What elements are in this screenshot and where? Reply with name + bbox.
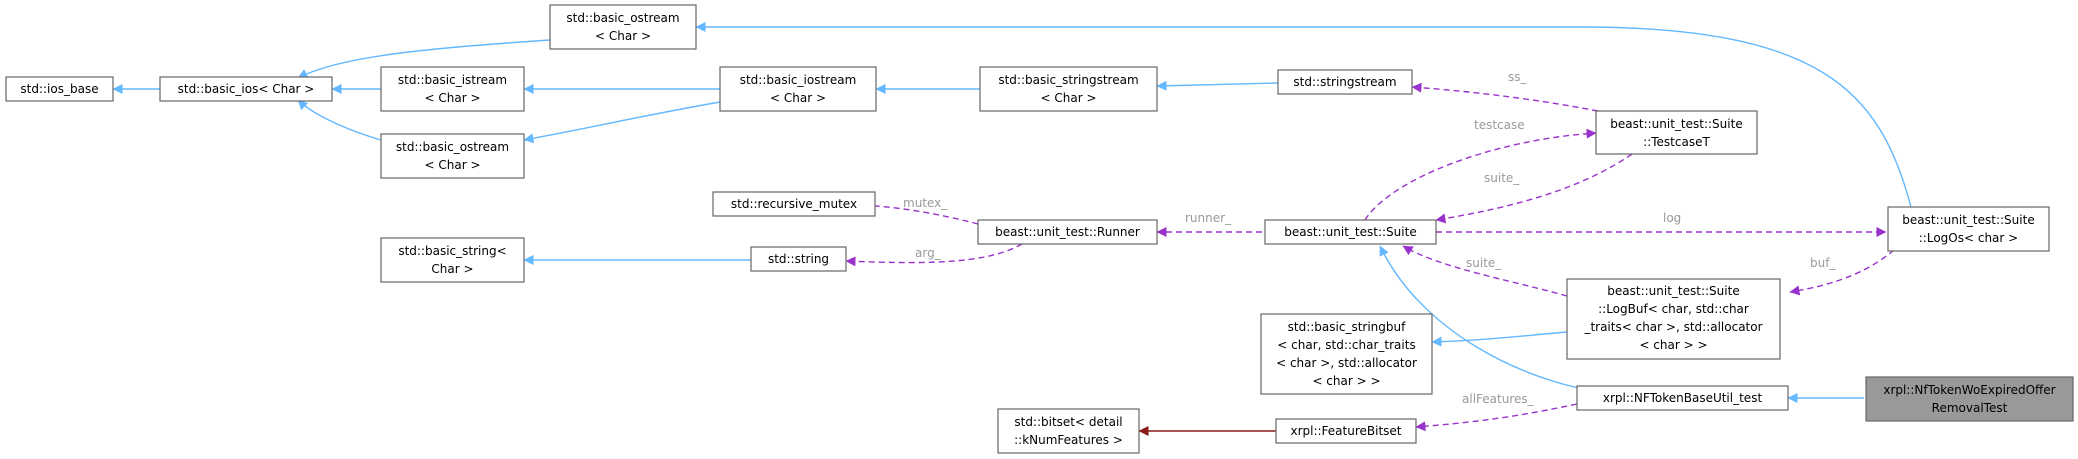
node-logbuf[interactable]: beast::unit_test::Suite ::LogBuf< char, … <box>1566 278 1781 360</box>
edge-logbuf-suite: suite_ <box>1402 245 1568 297</box>
edge-testcase-ss: ss_ <box>1411 70 1599 112</box>
node-sstream-tpl[interactable]: std::basic_stringstream < Char > <box>979 66 1158 112</box>
node-target[interactable]: xrpl::NfTokenWoExpiredOffer RemovalTest <box>1865 376 2074 422</box>
node-rec-mutex[interactable]: std::recursive_mutex <box>712 191 876 217</box>
node-basic-ios[interactable]: std::basic_ios< Char > <box>159 76 333 102</box>
node-basic-string[interactable]: std::basic_string< Char > <box>380 237 525 283</box>
node-logos[interactable]: beast::unit_test::Suite ::LogOs< char > <box>1887 206 2050 252</box>
node-stringstream-line-0: std::stringstream <box>1293 75 1396 89</box>
edge-ostream-mid-to-basic-ios <box>297 99 382 141</box>
node-logbuf-line-2: _traits< char >, std::allocator <box>1583 320 1762 334</box>
node-runner-line-0: beast::unit_test::Runner <box>995 225 1140 239</box>
node-stringbuf-line-1: < char, std::char_traits <box>1277 338 1415 352</box>
node-runner[interactable]: beast::unit_test::Runner <box>977 219 1158 245</box>
node-logos-line-0: beast::unit_test::Suite <box>1902 213 2034 227</box>
node-istream-line-1: < Char > <box>424 91 480 105</box>
edge-label-allfeatures: allFeatures_ <box>1462 392 1535 406</box>
node-iostream-line-0: std::basic_iostream <box>740 73 857 87</box>
edge-stringstream-to-sstream-tpl <box>1156 80 1279 91</box>
node-logbuf-line-1: ::LogBuf< char, std::char <box>1598 302 1749 316</box>
node-logos-line-1: ::LogOs< char > <box>1919 231 2018 245</box>
node-nftbase-line-0: xrpl::NFTokenBaseUtil_test <box>1603 391 1763 405</box>
node-bitset[interactable]: std::bitset< detail ::kNumFeatures > <box>997 408 1140 454</box>
edge-suite-runner: runner_ <box>1156 211 1262 237</box>
edge-label-suite-tc: suite_ <box>1484 171 1520 185</box>
node-testcase-line-0: beast::unit_test::Suite <box>1610 117 1742 131</box>
node-bitset-line-1: ::kNumFeatures > <box>1014 433 1123 447</box>
node-testcase[interactable]: beast::unit_test::Suite ::TestcaseT <box>1595 110 1758 155</box>
node-ios-base-line-0: std::ios_base <box>20 82 98 96</box>
edge-logbuf-to-stringbuf <box>1431 331 1568 347</box>
edge-suite-logos: log <box>1436 211 1887 237</box>
edge-label-suite-lb: suite_ <box>1466 256 1502 270</box>
node-string[interactable]: std::string <box>750 246 847 272</box>
node-testcase-line-1: ::TestcaseT <box>1643 135 1710 149</box>
node-sstream-tpl-line-0: std::basic_stringstream <box>998 73 1138 87</box>
node-stringbuf-line-2: < char >, std::allocator <box>1276 356 1417 370</box>
edge-logos-logbuf: buf_ <box>1789 249 1895 296</box>
node-bitset-line-0: std::bitset< detail <box>1014 415 1122 429</box>
node-ostream-mid-line-0: std::basic_ostream <box>396 140 509 154</box>
edge-label-mutex: mutex_ <box>903 196 948 210</box>
edge-label-testcase: testcase <box>1474 118 1525 132</box>
edge-ostream-top-to-basic-ios <box>297 39 551 79</box>
node-string-line-0: std::string <box>768 252 829 266</box>
node-suite[interactable]: beast::unit_test::Suite <box>1264 219 1437 245</box>
node-suite-line-0: beast::unit_test::Suite <box>1284 225 1416 239</box>
edge-nftbase-to-suite <box>1379 245 1601 393</box>
node-stringbuf[interactable]: std::basic_stringbuf < char, std::char_t… <box>1260 313 1433 395</box>
edge-suite-testcase: testcase <box>1364 118 1597 221</box>
node-stringbuf-line-0: std::basic_stringbuf <box>1288 320 1406 334</box>
node-stringstream[interactable]: std::stringstream <box>1277 69 1413 95</box>
edge-label-arg: arg_ <box>915 246 942 260</box>
node-logbuf-line-3: < char > > <box>1639 338 1707 352</box>
node-target-line-0: xrpl::NfTokenWoExpiredOffer <box>1883 383 2055 397</box>
edge-logos-to-ostream-top <box>695 22 1912 208</box>
node-ostream-top[interactable]: std::basic_ostream < Char > <box>549 4 697 50</box>
node-ostream-mid[interactable]: std::basic_ostream < Char > <box>380 133 525 179</box>
edge-testcase-suite: suite_ <box>1435 153 1633 224</box>
node-ostream-top-line-1: < Char > <box>595 29 651 43</box>
node-featurebitset[interactable]: xrpl::FeatureBitset <box>1275 418 1417 444</box>
node-basic-string-line-1: Char > <box>431 262 473 276</box>
edge-label-buf: buf_ <box>1810 256 1836 270</box>
node-basic-ios-line-0: std::basic_ios< Char > <box>178 82 315 96</box>
edge-runner-mutex: mutex_ <box>861 196 979 225</box>
node-iostream[interactable]: std::basic_iostream < Char > <box>719 66 877 112</box>
node-logbuf-line-0: beast::unit_test::Suite <box>1607 284 1739 298</box>
node-target-line-1: RemovalTest <box>1932 401 2008 415</box>
edge-iostream-to-ostream-mid <box>523 101 721 144</box>
node-ostream-top-line-0: std::basic_ostream <box>566 11 679 25</box>
edge-nftbase-allfeatures: allFeatures_ <box>1415 392 1578 432</box>
edge-label-ss: ss_ <box>1508 70 1528 84</box>
edge-label-log: log <box>1663 211 1681 225</box>
node-basic-string-line-0: std::basic_string< <box>398 244 506 258</box>
node-ostream-mid-line-1: < Char > <box>424 158 480 172</box>
node-rec-mutex-line-0: std::recursive_mutex <box>731 197 857 211</box>
node-ios-base[interactable]: std::ios_base <box>5 76 114 102</box>
node-iostream-line-1: < Char > <box>770 91 826 105</box>
node-stringbuf-line-3: < char > > <box>1312 374 1380 388</box>
node-nftbase[interactable]: xrpl::NFTokenBaseUtil_test <box>1576 385 1789 411</box>
node-istream-line-0: std::basic_istream <box>398 73 507 87</box>
node-sstream-tpl-line-1: < Char > <box>1040 91 1096 105</box>
edge-runner-string: arg_ <box>845 243 1023 267</box>
node-featurebitset-line-0: xrpl::FeatureBitset <box>1290 424 1401 438</box>
node-istream[interactable]: std::basic_istream < Char > <box>380 66 525 112</box>
edge-label-runner: runner_ <box>1185 211 1232 225</box>
